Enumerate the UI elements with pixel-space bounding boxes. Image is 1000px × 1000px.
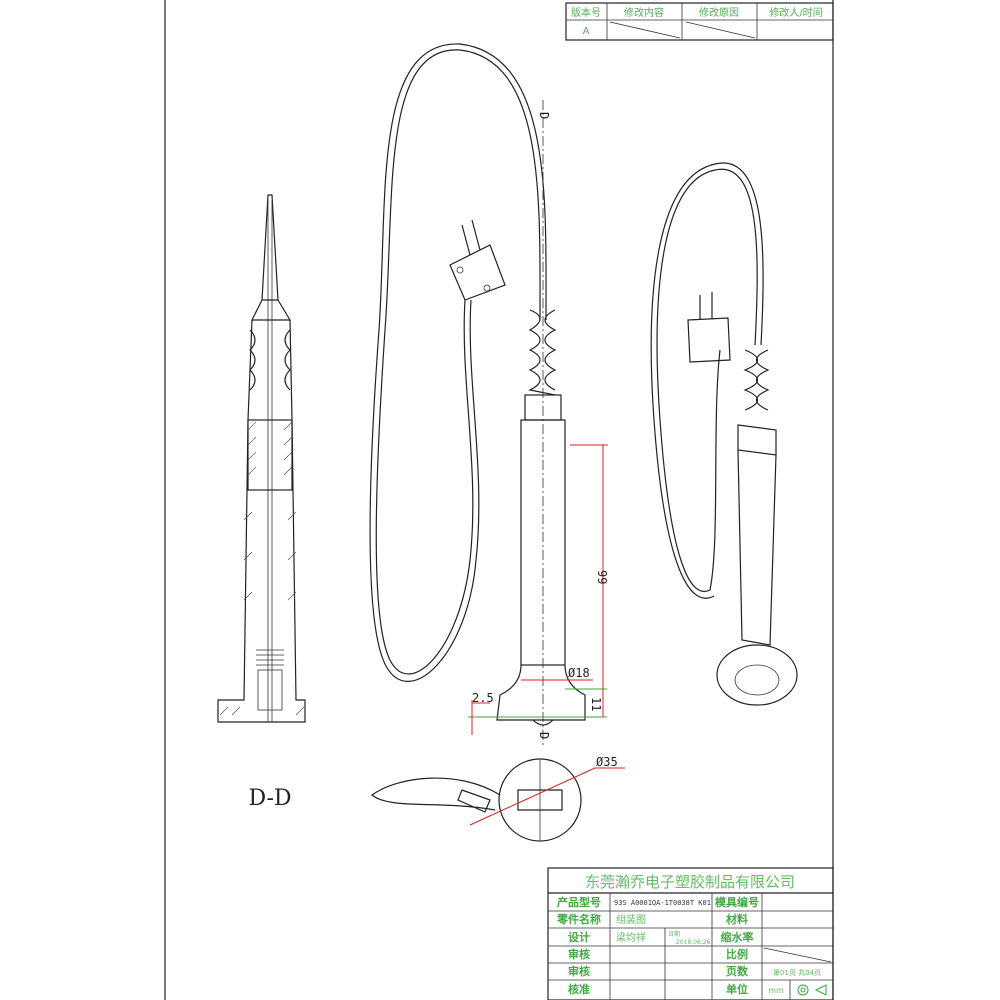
company-name: 东莞瀚乔电子塑胶制品有限公司	[585, 873, 795, 891]
dim-base-offset: 2.5	[472, 691, 494, 705]
revision-table: 版本号 修改内容 修改原因 修改人/时间 A	[565, 2, 834, 41]
cable-right	[656, 168, 758, 592]
rev-header-reason: 修改原因	[699, 6, 739, 19]
probe-middle	[496, 100, 586, 745]
unit-label: 单位	[726, 982, 748, 996]
part-name-label: 零件名称	[556, 912, 601, 926]
designer-value: 梁均祥	[616, 931, 646, 944]
section-label: D-D	[248, 786, 291, 811]
probe-right	[716, 349, 798, 706]
bottom-view: Ø35	[371, 755, 625, 842]
pages-value: 第01页 共04页	[773, 968, 821, 977]
date-label: 日期	[668, 930, 680, 938]
product-model-value: 93S A0001QA-1T0038T K01	[614, 899, 711, 907]
rev-header-version: 版本号	[571, 6, 601, 19]
projection-symbol-icon	[797, 984, 827, 996]
dim-body-diameter: Ø18	[568, 666, 590, 680]
shrinkage-label: 缩水率	[721, 930, 754, 944]
dim-length: 99	[595, 570, 609, 584]
approve-label: 核准	[568, 982, 590, 996]
scale-label: 比例	[726, 947, 748, 961]
review2-label: 审核	[568, 964, 590, 978]
connector-middle	[449, 219, 506, 301]
material-label: 材料	[726, 912, 748, 926]
design-label: 设计	[568, 930, 590, 944]
review1-label: 审核	[568, 947, 590, 961]
rev-row-version: A	[583, 26, 590, 37]
dim-base-height: 11	[589, 697, 603, 711]
section-marker-top: D	[537, 112, 551, 119]
dimensions: 99 Ø18 11 2.5 D D	[468, 112, 609, 739]
connector-right	[687, 292, 731, 363]
title-block: 东莞瀚乔电子塑胶制品有限公司 产品型号 93S A0001QA-1T0038T …	[547, 867, 834, 1000]
dim-base-diameter: Ø35	[596, 755, 618, 769]
pages-label: 页数	[726, 964, 749, 978]
cable-middle	[375, 49, 541, 675]
rev-header-person: 修改人/时间	[769, 6, 822, 19]
rev-header-content: 修改内容	[624, 6, 664, 19]
section-view-d-d: D-D	[217, 194, 306, 811]
unit-value: mm	[768, 986, 784, 995]
product-model-label: 产品型号	[557, 895, 601, 909]
date-value: 2018.06.26	[676, 939, 711, 946]
part-name-value: 组装图	[616, 913, 646, 926]
mold-no-label: 模具编号	[715, 895, 759, 909]
section-marker-bottom: D	[537, 732, 551, 739]
